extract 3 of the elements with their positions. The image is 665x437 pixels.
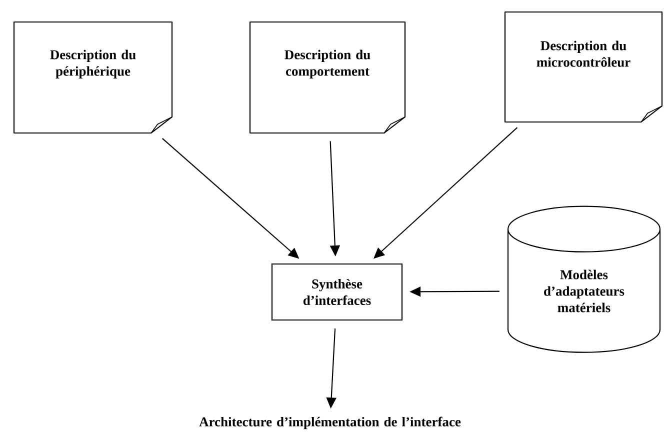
database-cylinder: Modèles d’adaptateurs matériels xyxy=(507,206,661,353)
process-box: Synthèse d’interfaces xyxy=(271,263,403,321)
output-label: Architecture d’implémentation de l’interface xyxy=(199,416,461,430)
